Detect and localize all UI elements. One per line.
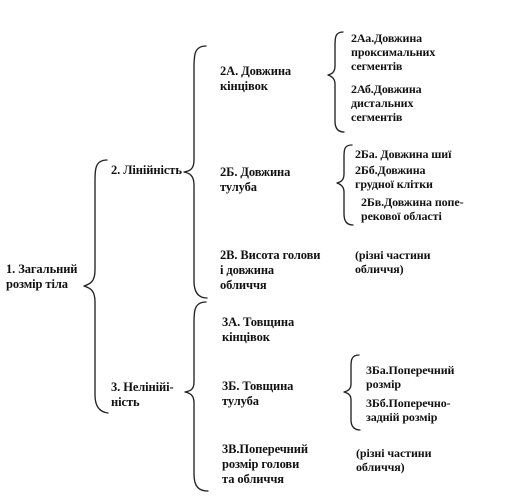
linearity-label: 2. Лінійність [111,163,182,177]
trunk-thickness-brace [343,354,361,431]
nonlinearity-label: 3. Нелінійі- ність [111,380,174,409]
head-height-label: 2В. Висота голови і довжина обличчя [220,248,321,292]
chest-label: 2Бб.Довжина грудної клітки [355,163,433,191]
root-brace [83,159,109,414]
root-label: 1. Загальний розмір тіла [6,262,78,291]
distal-label: 2Аб.Довжина дистальних сегментів [351,82,422,124]
head-cross-label: 3В.Поперечний розмір голови та обличчя [222,442,308,486]
nonlinearity-brace [184,301,209,492]
anteroposterior-label: 3Бб.Поперечно- задній розмір [366,396,451,424]
head-parts-label: (різні частини обличчя) [355,248,431,276]
trunk-length-label: 2Б. Довжина тулуба [220,165,291,194]
lumbar-label: 2Бв.Довжина попе- рекової області [361,195,464,223]
limb-thickness-label: 3А. Товщина кінцівок [222,315,295,344]
limb-length-brace [327,31,345,133]
trunk-length-brace [336,144,354,226]
neck-label: 2Ба. Довжина шиї [355,147,452,161]
limb-length-label: 2А. Довжина кінцівок [220,64,292,93]
proximal-label: 2Аа.Довжина проксимальних сегментів [351,31,436,73]
linearity-brace [183,45,208,299]
transverse-label: 3Ба.Поперечний розмір [366,363,455,391]
trunk-thickness-label: 3Б. Товщина тулуба [222,379,294,408]
face-parts-label: (різні частини обличчя) [356,446,432,474]
